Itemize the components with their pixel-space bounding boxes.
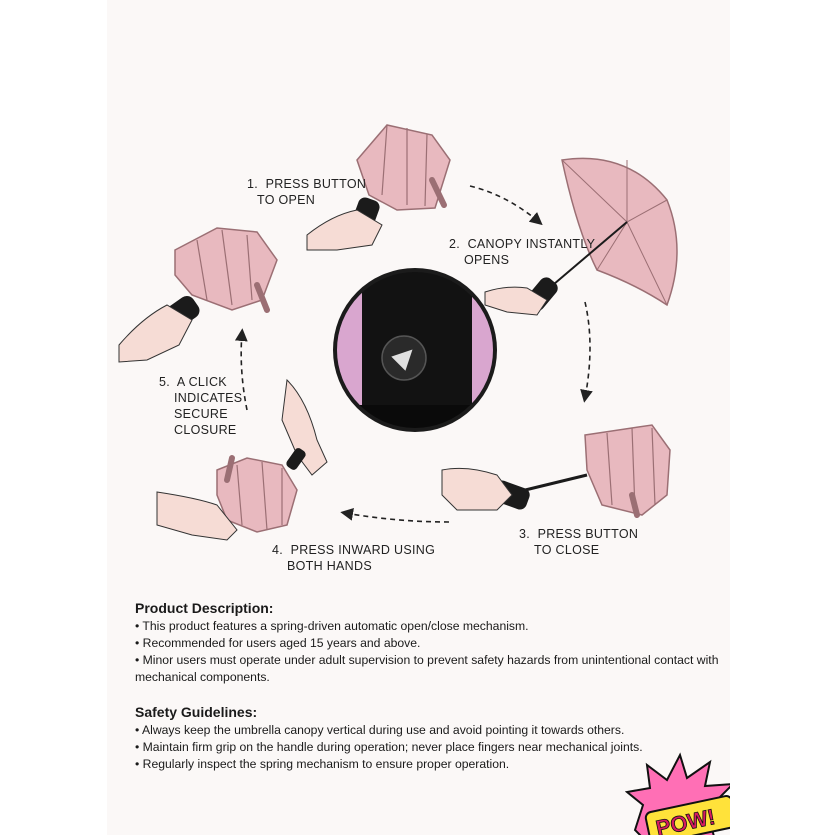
instruction-page: 1. PRESS BUTTON TO OPEN 2. CANOPY INSTAN…: [107, 0, 730, 835]
safety-guidelines-heading: Safety Guidelines:: [135, 704, 258, 720]
product-description-item: • Minor users must operate under adult s…: [135, 653, 719, 684]
safety-guidelines-item: • Always keep the umbrella canopy vertic…: [135, 723, 625, 737]
step1-umbrella-figure: [306, 124, 451, 251]
step-4-label: 4. PRESS INWARD USING BOTH HANDS: [272, 543, 436, 573]
step3-umbrella-figure: [441, 424, 671, 518]
product-description-section: Product Description: • This product feat…: [135, 600, 725, 686]
step-1-label: 1. PRESS BUTTON TO OPEN: [247, 177, 367, 207]
button-closeup-circle: [333, 268, 497, 432]
step4-umbrella-figure: [156, 378, 328, 541]
pow-badge-text: POW!: [654, 804, 718, 835]
product-description-item: • This product features a spring-driven …: [135, 619, 529, 633]
step-3-label: 3. PRESS BUTTON TO CLOSE: [519, 527, 639, 557]
safety-guidelines-item: • Regularly inspect the spring mechanism…: [135, 757, 510, 771]
step-2-label: 2. CANOPY INSTANTLY OPENS: [449, 237, 596, 267]
step2-umbrella-figure: [484, 157, 678, 316]
step-5-label: 5. A CLICK INDICATES SECURE CLOSURE: [159, 375, 243, 437]
step5-umbrella-figure: [118, 227, 278, 363]
safety-guidelines-section: Safety Guidelines: • Always keep the umb…: [135, 704, 725, 773]
product-description-heading: Product Description:: [135, 600, 274, 616]
pow-badge: POW!: [625, 752, 730, 835]
safety-guidelines-item: • Maintain firm grip on the handle durin…: [135, 740, 643, 754]
product-description-item: • Recommended for users aged 15 years an…: [135, 636, 421, 650]
cycle-arrows: [234, 185, 593, 523]
umbrella-steps-illustration: [118, 124, 678, 541]
